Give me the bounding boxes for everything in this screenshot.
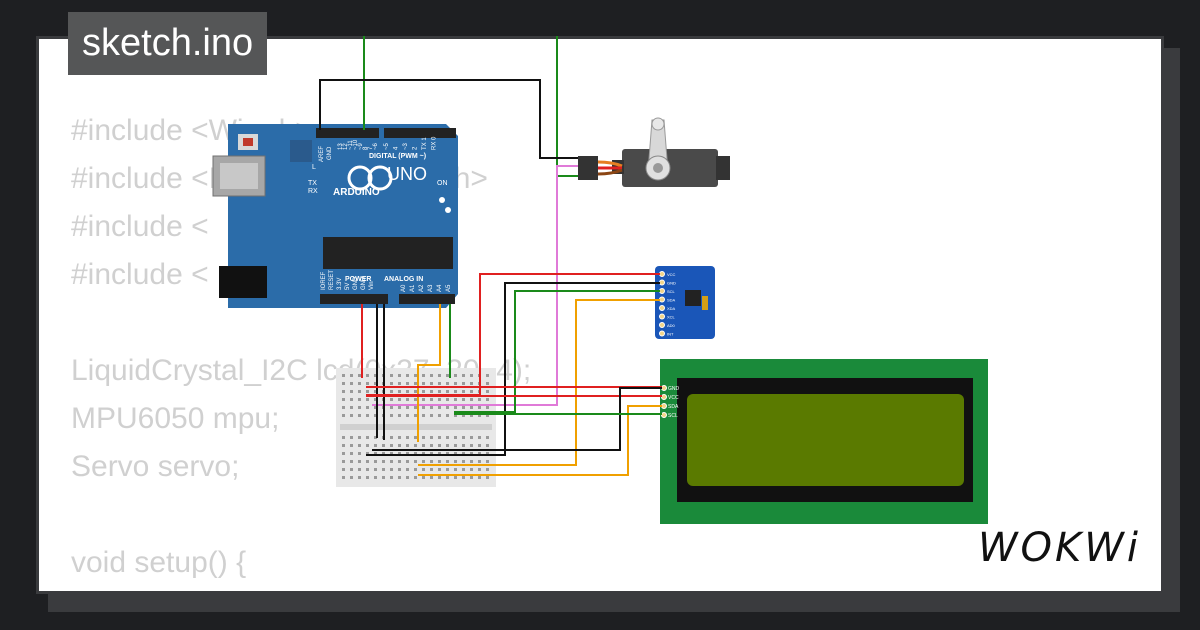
power-pin-label: GND (361, 276, 367, 290)
digital-pin-label: ~3 (403, 142, 409, 150)
code-line: MPU6050 mpu; (71, 402, 280, 435)
power-pin-label: 5V (345, 283, 351, 290)
mpu-pin-label: XDA (667, 306, 676, 311)
mpu-pin[interactable] (659, 271, 665, 277)
code-line: #include < (71, 210, 209, 243)
servo-motor[interactable] (578, 117, 730, 187)
mpu-pin-label: SCL (667, 289, 676, 294)
mpu-pin[interactable] (659, 313, 665, 320)
power-pin-label: GND (353, 276, 359, 290)
digital-pin-label: ~11 (348, 140, 354, 150)
aref-pin-label: AREF (319, 146, 325, 162)
mpu-pin-label: XCL (667, 315, 676, 320)
analog-pin-label: A3 (428, 284, 434, 292)
arduino-brand-label: ARDUINO (333, 187, 380, 198)
arduino-uno-board[interactable]: UNO ARDUINO DIGITAL (PWM ~) ANALOG IN PO… (212, 124, 458, 308)
digital-pin-label: 4 (394, 146, 400, 150)
analog-pin-label: A2 (419, 284, 425, 292)
digital-pin-label: 7 (368, 146, 374, 150)
arduino-model-label: UNO (387, 164, 427, 184)
on-led-label: ON (437, 180, 448, 187)
mpu-pin[interactable] (659, 330, 665, 337)
mpu-pin-label: AD0 (667, 323, 676, 328)
digital-header-label: DIGITAL (PWM ~) (369, 153, 426, 160)
digital-pin-label: RX 0 (432, 136, 438, 150)
lcd-pin-label: VCC (668, 395, 679, 401)
mpu-pin[interactable] (659, 279, 665, 286)
digital-pin-label: 8 (363, 146, 369, 150)
rx-led-label: RX (308, 188, 318, 195)
code-line: void setup() { (71, 546, 247, 579)
wokwi-logo: WOKWi (978, 525, 1141, 571)
code-line: #include < (71, 258, 209, 291)
code-line: Servo servo; (71, 450, 240, 483)
digital-pin-label: ~9 (358, 142, 364, 150)
mpu-pin[interactable] (659, 288, 665, 294)
digital-pin-label: ~5 (384, 142, 390, 150)
power-pin-label: RESET (329, 270, 335, 290)
tx-led-label: TX (308, 180, 317, 187)
lcd-pin[interactable] (661, 385, 667, 391)
digital-pin-label: 13 (338, 143, 344, 150)
lcd-pin-label: SDA (668, 404, 679, 410)
lcd-pin[interactable] (661, 394, 667, 400)
mpu-pin-label: INT (667, 332, 674, 337)
power-pin-label: 3.3V (337, 278, 343, 290)
mpu-pin[interactable] (659, 296, 665, 303)
power-pin-label: IOREF (321, 271, 327, 290)
breadboard[interactable] (336, 368, 496, 487)
analog-pin-label: A5 (446, 284, 452, 292)
power-pin-label: Vin (369, 281, 375, 290)
gnd-pin-label: GND (327, 146, 333, 160)
lcd-2004-display[interactable]: GND VCC SDA SCL (660, 359, 988, 524)
mpu-pin-label: VCC (667, 272, 676, 277)
digital-pin-label: ~10 (353, 139, 359, 150)
analog-pin-label: A0 (401, 284, 407, 292)
mpu-pin[interactable] (659, 322, 665, 328)
mpu-pin[interactable] (659, 305, 665, 311)
mpu-pin-label: GND (667, 281, 676, 286)
power-header-label: POWER (345, 276, 371, 283)
analog-header-label: ANALOG IN (384, 276, 423, 283)
analog-pin-label: A1 (410, 284, 416, 292)
lcd-pin-label: GND (668, 386, 680, 392)
lcd-pin[interactable] (661, 403, 667, 409)
file-tab[interactable]: sketch.ino (68, 12, 268, 75)
l-led-label: L (312, 164, 316, 171)
digital-pin-label: ~6 (373, 142, 379, 150)
wires (319, 36, 662, 476)
digital-pin-label: TX 1 (422, 137, 428, 150)
digital-pin-label: 12 (343, 143, 349, 150)
digital-pin-label: 2 (413, 146, 419, 150)
analog-pin-label: A4 (437, 284, 443, 292)
mpu-pin-label: SDA (667, 298, 676, 303)
lcd-pin-label: SCL (668, 413, 678, 419)
lcd-pin[interactable] (661, 412, 667, 418)
